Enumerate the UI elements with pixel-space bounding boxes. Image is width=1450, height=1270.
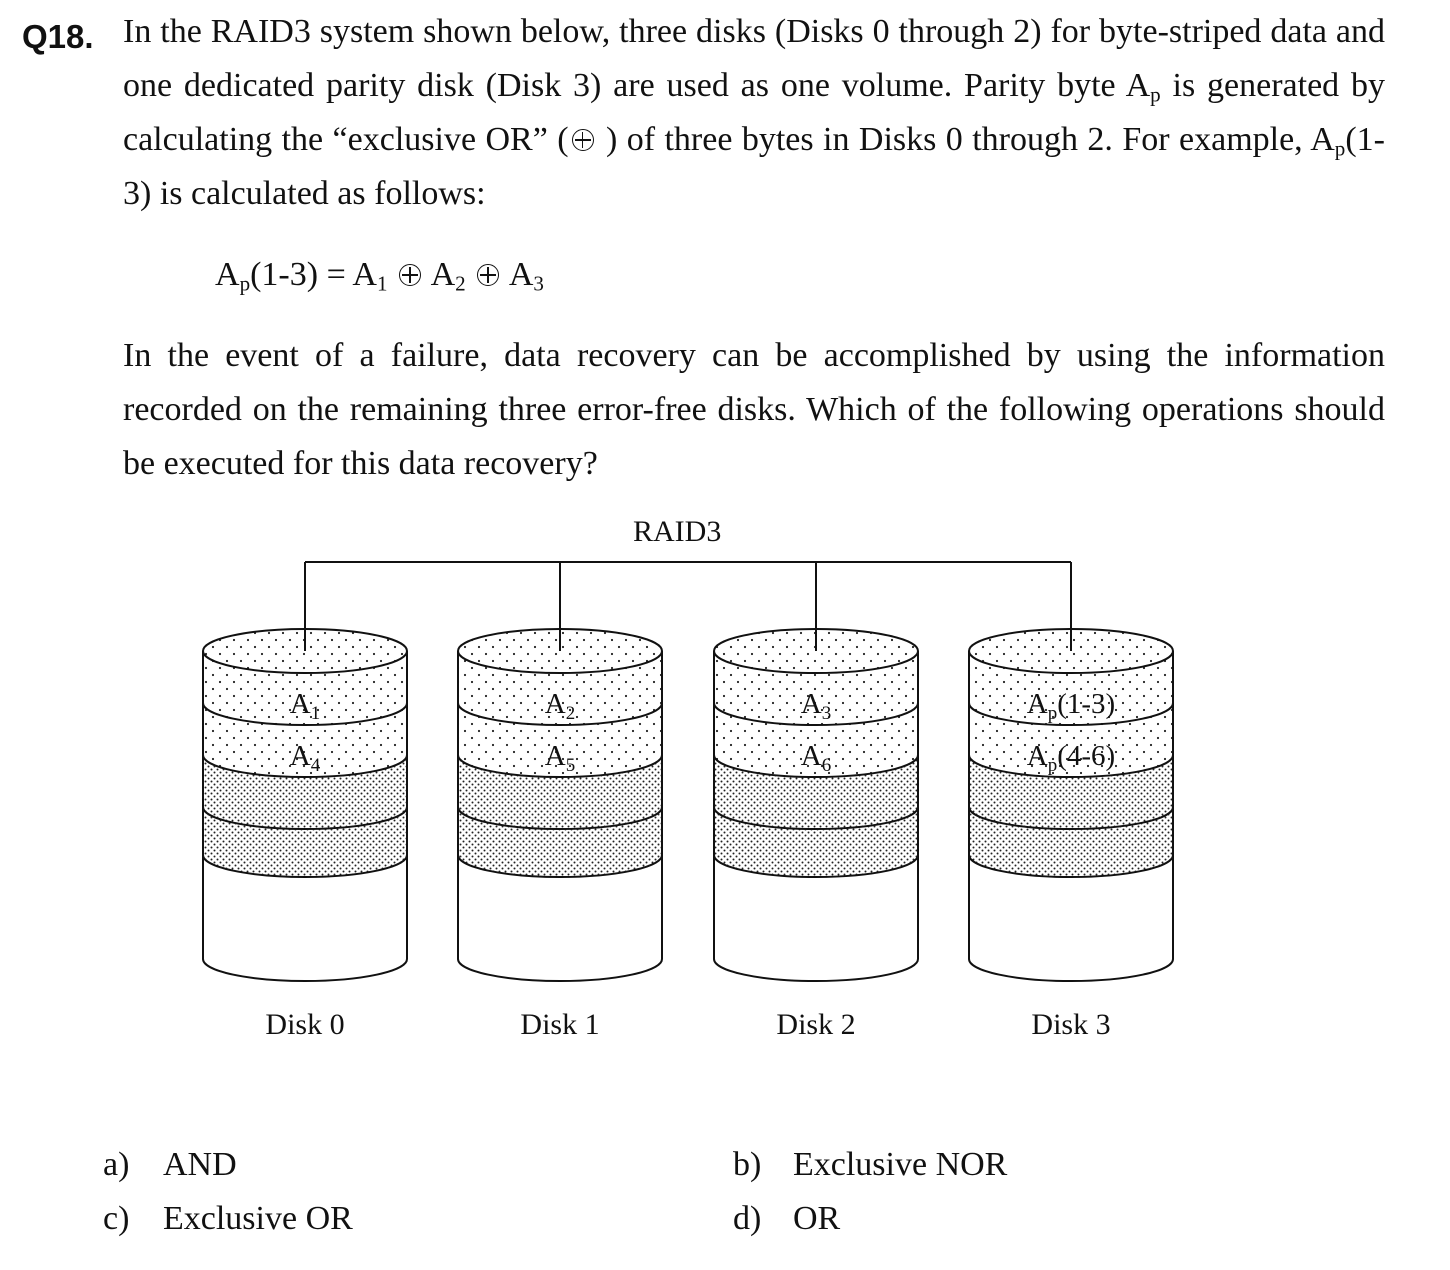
xor-symbol-icon [477, 264, 500, 286]
disk-1-block-1-label: A2 [545, 688, 575, 724]
xor-symbol-icon [398, 264, 421, 286]
disk-1-label: Disk 1 [520, 1008, 600, 1041]
question-followup: In the event of a failure, data recovery… [123, 337, 1385, 482]
question-number: Q18. [22, 18, 94, 55]
disk-3-block-1-label: Ap(1-3) [1027, 688, 1115, 724]
disk-2-block-1-label: A3 [801, 688, 831, 724]
xor-symbol-icon [571, 129, 594, 151]
parity-formula: Ap(1-3) = A1 A2 A3 [215, 256, 544, 296]
choice-c[interactable]: c)Exclusive OR [103, 1200, 353, 1237]
disk-1-block-2-label: A5 [545, 740, 575, 776]
disk-3-label: Disk 3 [1031, 1008, 1111, 1041]
choice-b[interactable]: b)Exclusive NOR [733, 1146, 1008, 1183]
choice-a[interactable]: a)AND [103, 1146, 237, 1183]
choice-d[interactable]: d)OR [733, 1200, 841, 1237]
disk-3-cylinder: Ap(1-3) Ap(4-6) [968, 562, 1174, 982]
disk-0-block-1-label: A1 [290, 688, 320, 724]
disk-0-block-2-label: A4 [290, 740, 321, 776]
figure-title: RAID3 [633, 515, 722, 548]
disk-2-block-2-label: A6 [801, 740, 831, 776]
question-intro: In the RAID3 system shown below, three d… [123, 13, 1386, 212]
disk-2-label: Disk 2 [776, 1008, 856, 1041]
disk-3-block-2-label: Ap(4-6) [1027, 740, 1115, 776]
disk-0-label: Disk 0 [265, 1008, 345, 1041]
